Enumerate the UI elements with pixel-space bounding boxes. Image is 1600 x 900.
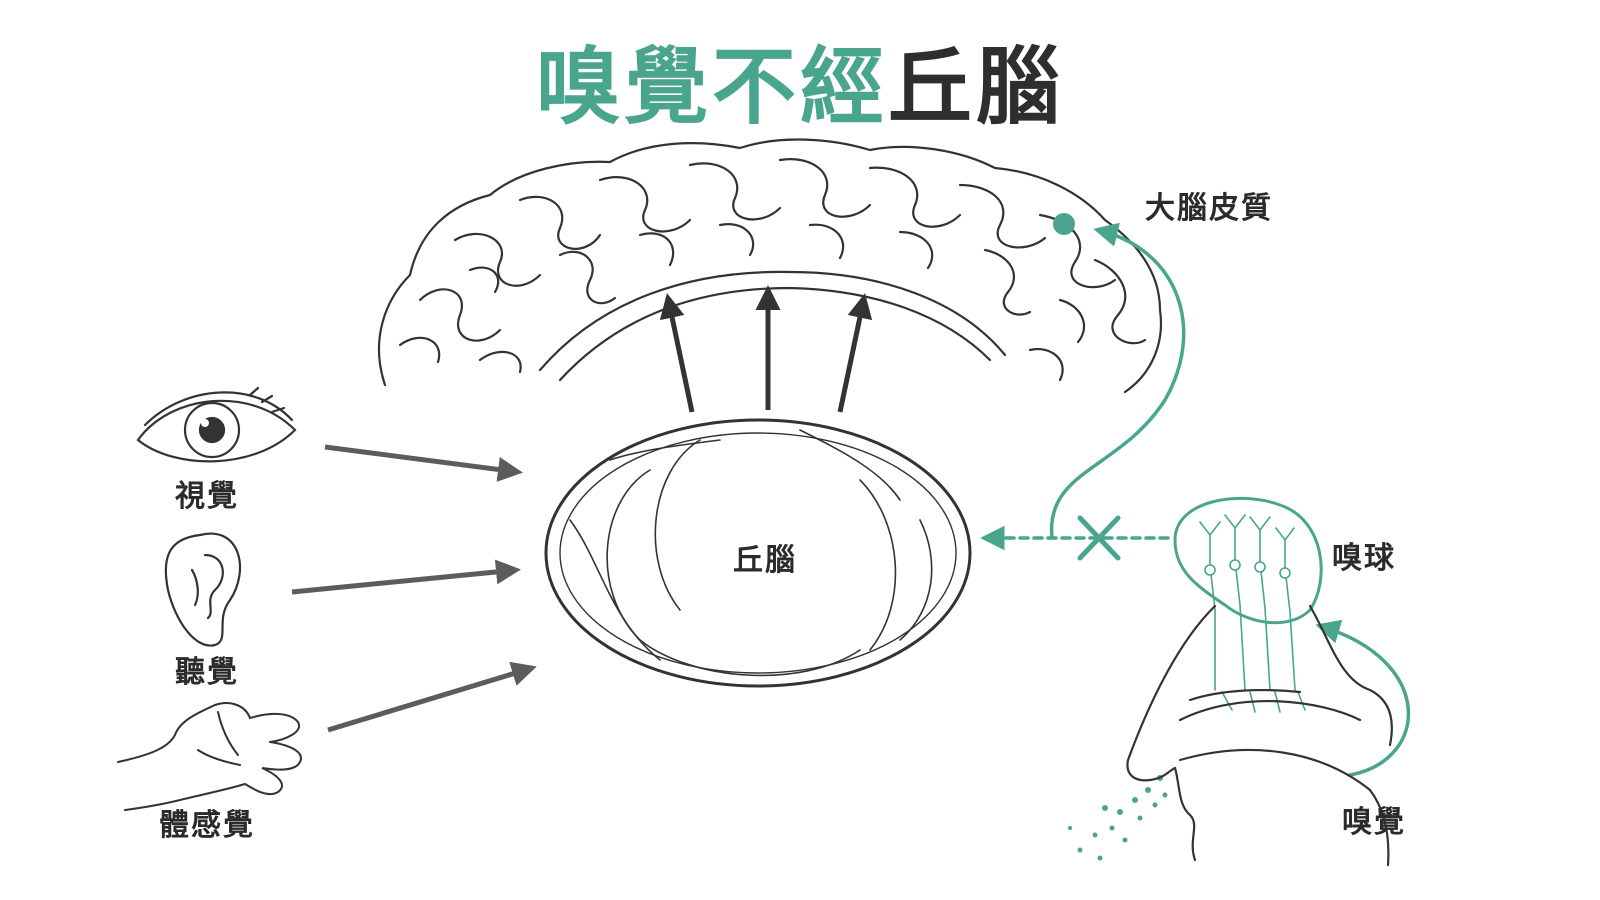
touch-arrow xyxy=(327,661,537,733)
smell-to-bulb-curve xyxy=(1315,619,1411,777)
label-olfactory-bulb: 嗅球 xyxy=(1332,541,1396,576)
title-green-part: 嗅覺不經 xyxy=(535,38,888,136)
up-arrow-right xyxy=(837,293,873,413)
diagram-title: 嗅覺不經丘腦 xyxy=(0,20,1600,141)
thalamus-to-cortex-arrows xyxy=(659,285,873,413)
label-thalamus: 丘腦 xyxy=(733,543,797,578)
cortex-target-dot xyxy=(1053,213,1075,235)
label-vision: 視覺 xyxy=(175,479,239,514)
olfactory-bulb-shape xyxy=(1173,496,1323,625)
brain-cortex-illustration xyxy=(377,138,1163,394)
thalamus-illustration xyxy=(544,418,972,688)
odor-particles xyxy=(1068,775,1168,861)
label-hearing: 聽覺 xyxy=(175,655,239,690)
label-smell: 嗅覺 xyxy=(1342,805,1406,840)
hearing-arrow xyxy=(291,559,521,595)
blocked-x-icon xyxy=(1077,515,1121,561)
label-touch: 體感覺 xyxy=(159,808,255,843)
label-cortex: 大腦皮質 xyxy=(1145,191,1273,226)
eye-icon xyxy=(136,386,297,463)
sense-to-thalamus-arrows xyxy=(291,444,537,733)
brain-inner-arc-2 xyxy=(558,286,992,382)
thalamus-outline xyxy=(544,418,972,688)
bulb-neurons xyxy=(1199,514,1306,713)
brain-inner-arc xyxy=(538,270,1007,372)
olfactory-pathway xyxy=(980,213,1411,861)
vision-arrow xyxy=(324,444,523,482)
nose-icon xyxy=(1126,604,1393,867)
up-arrow-left xyxy=(659,293,695,413)
title-dark-part: 丘腦 xyxy=(888,38,1065,136)
ear-icon xyxy=(164,532,242,647)
bulb-to-cortex-curve xyxy=(1049,222,1186,540)
hand-icon xyxy=(117,702,302,811)
